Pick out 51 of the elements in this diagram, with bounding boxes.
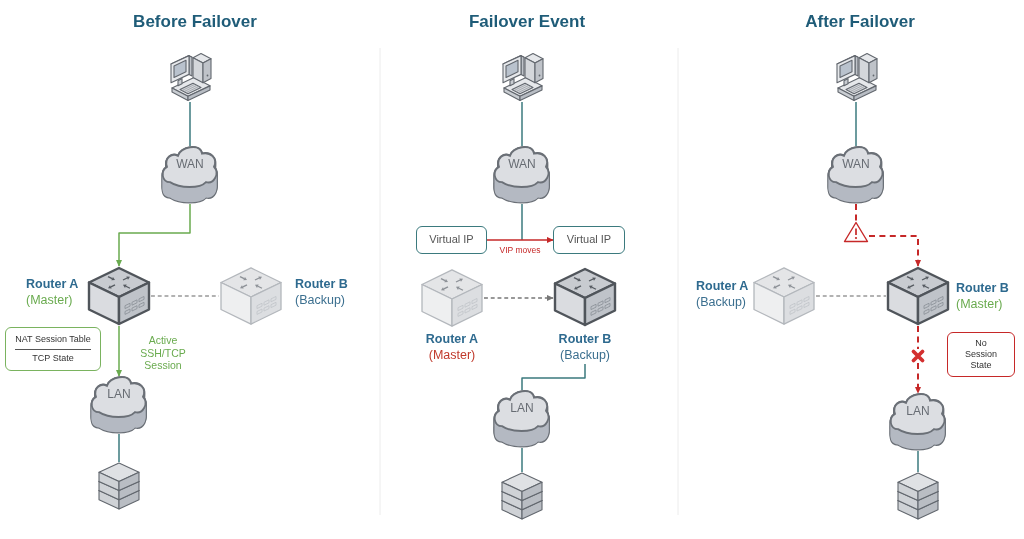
device-name: Router B — [295, 277, 348, 292]
arrow — [115, 325, 123, 377]
arrow — [115, 203, 191, 267]
card-text: Virtual IP — [429, 233, 474, 247]
card-text: TCP State — [32, 353, 74, 365]
connector-line — [189, 101, 191, 147]
server-icon — [500, 472, 544, 520]
device-status: (Master) — [428, 348, 476, 363]
network-label: WAN — [508, 157, 536, 172]
device-status: (Backup) — [560, 348, 610, 363]
network-label: WAN — [176, 157, 204, 172]
server-icon — [896, 472, 940, 520]
device-name: Router B — [558, 332, 612, 347]
connector-line — [855, 203, 857, 222]
panel-title: After Failover — [805, 12, 915, 33]
device-status: (Backup) — [696, 295, 747, 310]
device-status: (Backup) — [295, 293, 346, 308]
connector-line — [118, 433, 120, 463]
connector-line — [521, 203, 523, 241]
panel-title: Before Failover — [133, 12, 257, 33]
address-card — [416, 226, 487, 254]
edge-label: VIP moves — [498, 245, 542, 256]
connector-line — [855, 101, 857, 147]
address-card — [553, 226, 625, 254]
device-name: Router A — [696, 279, 749, 294]
connector-line — [521, 447, 523, 473]
connector-line — [521, 363, 586, 391]
device-name: Router B — [956, 281, 1009, 296]
card-text: NAT Session Table — [15, 333, 91, 345]
arrow — [914, 362, 922, 394]
network-label: LAN — [510, 401, 534, 416]
device-name: Router A — [26, 277, 79, 292]
connector-line — [917, 325, 919, 350]
warning-icon — [843, 221, 869, 243]
network-label: LAN — [906, 404, 930, 419]
server-icon — [97, 462, 141, 510]
panel-title: Failover Event — [468, 12, 586, 33]
info-card — [5, 327, 101, 371]
arrow — [868, 235, 922, 267]
cross-icon — [911, 349, 925, 363]
device-status: (Master) — [956, 297, 1003, 312]
arrow — [486, 236, 554, 244]
status-card — [947, 332, 1015, 377]
network-label: WAN — [842, 157, 870, 172]
connector-line — [521, 101, 523, 147]
device-name: Router A — [425, 332, 479, 347]
card-text: Virtual IP — [566, 233, 612, 247]
network-label: LAN — [107, 387, 131, 402]
device-status: (Master) — [26, 293, 73, 308]
connector-line — [917, 450, 919, 473]
card-text: No Session State — [964, 337, 998, 372]
